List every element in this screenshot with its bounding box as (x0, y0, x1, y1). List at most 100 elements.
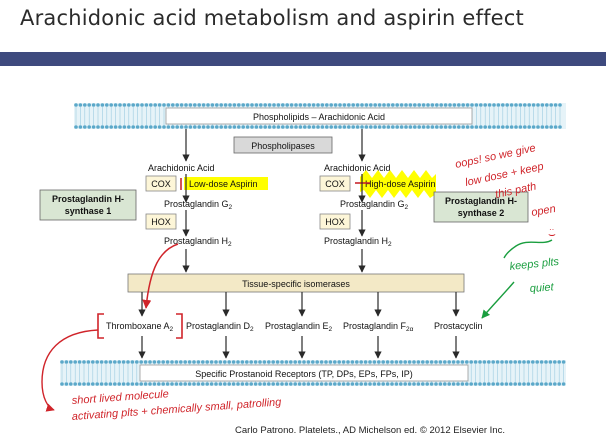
top-membrane-lipid-head (140, 103, 144, 107)
top-membrane-lipid-head (298, 103, 303, 107)
bottom-membrane-lipid-head (333, 382, 337, 386)
bottom-membrane-lipid-head (460, 360, 465, 364)
prostaglandin-d2-label: Prostaglandin D2 (186, 321, 254, 333)
bottom-membrane-lipid-head (297, 382, 302, 386)
top-membrane-lipid-head (351, 103, 356, 107)
bottom-membrane-lipid-head (311, 382, 315, 386)
isomerases-box (127, 273, 465, 293)
top-membrane-lipid-head (483, 103, 488, 107)
bottom-membrane-lipid-head (126, 360, 130, 364)
bottom-membrane-lipid-head (425, 382, 430, 386)
receptors-box (139, 364, 469, 382)
top-membrane-lipid-head (377, 125, 382, 129)
bottom-membrane-lipid-head (346, 382, 350, 386)
bottom-membrane-lipid-head (69, 360, 73, 364)
top-membrane-lipid-head (382, 103, 386, 107)
top-membrane-lipid-head (157, 125, 162, 129)
prostacyclin-label: Prostacyclin (434, 321, 483, 331)
top-membrane-lipid-head (135, 125, 140, 129)
bottom-membrane-lipid-head (121, 382, 126, 386)
bottom-membrane-lipid-head (553, 382, 557, 386)
bottom-membrane-lipid-head (227, 382, 231, 386)
annotation-red-hook (41, 329, 99, 412)
bottom-membrane-lipid-head (561, 382, 566, 386)
top-membrane-lipid-head (122, 103, 127, 107)
top-membrane-lipid-head (316, 103, 320, 107)
top-membrane-lipid-head (131, 103, 135, 107)
top-membrane-lipid-head (333, 125, 338, 129)
bottom-membrane-lipid-head (306, 360, 311, 364)
top-membrane-lipid-head (382, 125, 386, 129)
bottom-membrane-lipid-head (491, 360, 496, 364)
top-membrane-lipid-head (254, 103, 259, 107)
bottom-membrane-lipid-head (478, 382, 482, 386)
top-membrane-lipid-head (100, 103, 105, 107)
bottom-membrane-lipid-head (205, 360, 209, 364)
bottom-membrane-lipid-head (385, 382, 390, 386)
phospholipids-label: Phospholipids – Arachidonic Acid (253, 112, 385, 122)
bottom-membrane-lipid-head (412, 382, 416, 386)
top-membrane-lipid-head (197, 103, 201, 107)
annotation-keeps-line1: keeps plts (509, 256, 560, 273)
top-membrane-lipid-head (369, 125, 373, 129)
bottom-membrane-lipid-head (416, 360, 421, 364)
bottom-membrane-lipid-head (117, 382, 121, 386)
bottom-membrane-lipid-head (465, 360, 469, 364)
bottom-membrane-lipid-head (473, 360, 478, 364)
top-membrane-lipid-head (373, 125, 378, 129)
bottom-membrane-lipid-head (390, 360, 394, 364)
top-membrane-lipid-head (307, 103, 312, 107)
top-membrane-lipid-head (386, 125, 391, 129)
top-membrane-lipid-head (448, 103, 452, 107)
bottom-membrane-lipid-head (258, 360, 262, 364)
prostaglandin-h-synthase-1-box (39, 189, 137, 221)
top-membrane-lipid-head (395, 125, 400, 129)
bottom-membrane-lipid-head (447, 360, 452, 364)
bottom-membrane-lipid-head (236, 382, 240, 386)
bottom-membrane-lipid-head (359, 360, 364, 364)
right-pgh2-label: Prostaglandin H2 (324, 236, 392, 248)
top-membrane-lipid-head (245, 125, 250, 129)
top-membrane-lipid-head (523, 125, 527, 129)
top-membrane-lipid-head (127, 103, 131, 107)
bottom-membrane-lipid-head (192, 382, 196, 386)
top-membrane-lipid-head (369, 103, 373, 107)
top-membrane-lipid-head (179, 103, 184, 107)
bottom-membrane-lipid-head (289, 360, 293, 364)
bottom-membrane-lipid-head (460, 382, 465, 386)
isomerases-label: Tissue-specific isomerases (242, 279, 350, 289)
left-cox-box (145, 175, 177, 192)
top-membrane-lipid-head (307, 125, 312, 129)
low-dose-aspirin-highlight (184, 177, 268, 190)
top-membrane-lipid-head (457, 125, 461, 129)
top-membrane-lipid-head (347, 125, 351, 129)
top-membrane-lipid-head (355, 103, 360, 107)
bottom-membrane-lipid-head (192, 360, 196, 364)
top-membrane-lipid-head (404, 103, 408, 107)
bottom-membrane-lipid-head (487, 382, 491, 386)
bottom-membrane-lipid-head (236, 360, 240, 364)
bottom-membrane-lipid-head (381, 360, 386, 364)
bottom-membrane-lipid-head (174, 360, 179, 364)
bottom-membrane-lipid-head (394, 382, 399, 386)
top-membrane-lipid-head (215, 125, 219, 129)
top-membrane-lipid-head (237, 103, 241, 107)
phospholipases-box (233, 136, 333, 154)
annotation-keeps-line2: quiet (529, 281, 555, 295)
top-membrane-lipid-head (465, 125, 470, 129)
bottom-membrane-lipid-head (509, 382, 513, 386)
bottom-membrane-lipid-head (381, 382, 386, 386)
top-membrane-lipid-head (439, 125, 444, 129)
bottom-membrane-lipid-head (157, 382, 161, 386)
top-membrane-lipid-head (232, 125, 237, 129)
bottom-membrane-lipid-head (539, 360, 544, 364)
top-membrane-lipid-head (509, 103, 514, 107)
left-hox-box (145, 213, 177, 230)
top-membrane-lipid-head (184, 103, 188, 107)
bottom-membrane-lipid-head (337, 382, 342, 386)
bottom-membrane-lipid-head (557, 360, 561, 364)
bottom-membrane-lipid-head (368, 360, 372, 364)
top-membrane-lipid-head (329, 103, 334, 107)
top-membrane-lipid-head (373, 103, 378, 107)
bottom-membrane-lipid-head (267, 360, 271, 364)
